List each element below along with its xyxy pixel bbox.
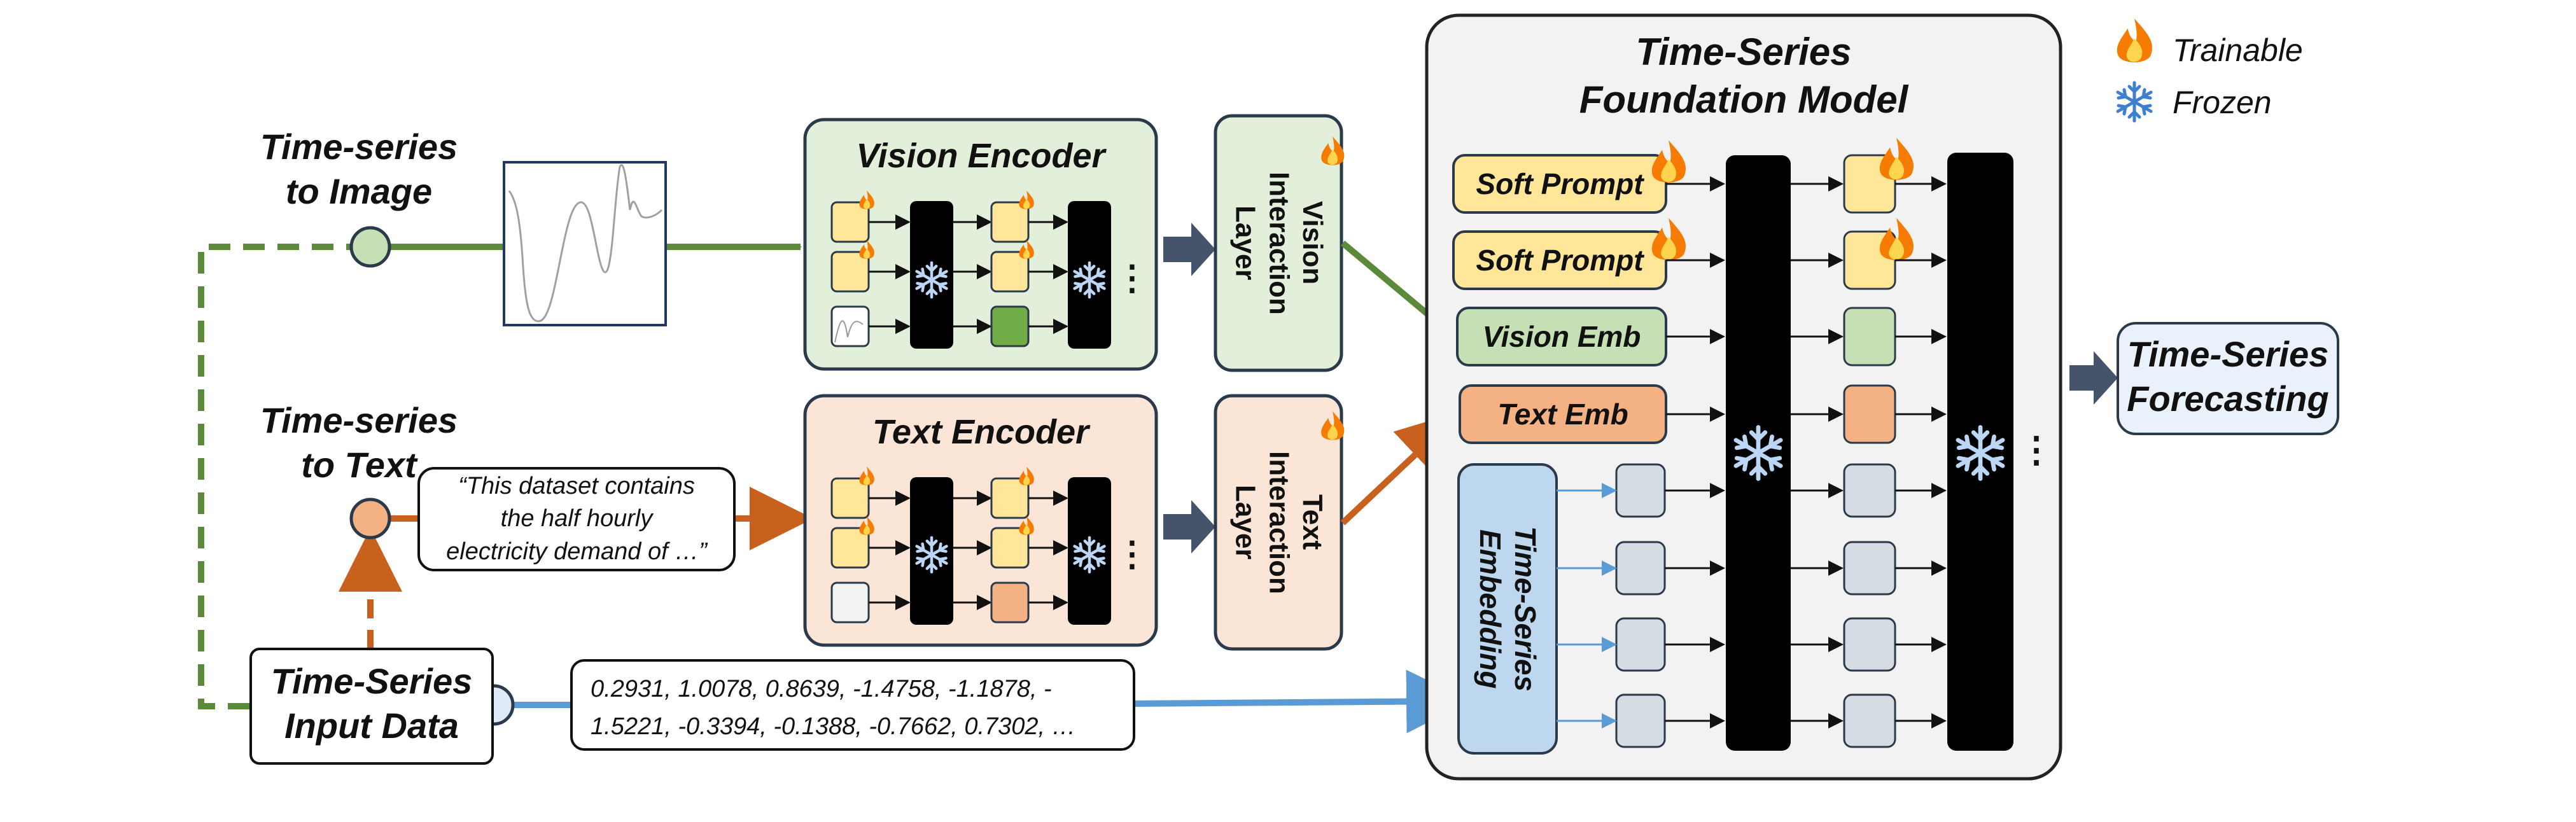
vision-emb-label: Vision Emb	[1482, 320, 1641, 353]
numbers-box: 0.2931, 1.0078, 0.8639, -1.4758, -1.1878…	[570, 659, 1135, 751]
vision-encoder-title: Vision Encoder	[856, 137, 1105, 175]
text-encoder-title: Text Encoder	[872, 413, 1089, 451]
vision-image-token	[830, 305, 870, 347]
foundation-to-forecasting-arrow	[2069, 351, 2118, 405]
forecasting-box	[2117, 322, 2339, 435]
ts-token-a2	[1615, 541, 1666, 596]
text-interaction-layer-box	[1214, 394, 1343, 651]
ts-curve	[508, 164, 663, 323]
block-1-input-arrows	[1665, 176, 1725, 728]
block-2-input-arrows	[1895, 176, 1947, 728]
ts-image-thumbnail	[503, 161, 667, 326]
foundation-model-title: Time-Series Foundation Model	[1579, 31, 1908, 121]
text-input-token	[830, 582, 870, 623]
layer2-ts-token-3	[1843, 617, 1896, 672]
ts-to-text-node	[349, 498, 391, 540]
text-encoder-ellipsis: ⋮	[1115, 535, 1149, 573]
ts-token-a4	[1615, 693, 1666, 748]
quote-box: “This dataset contains the half hourly e…	[417, 467, 736, 571]
text-emb-label: Text Emb	[1497, 398, 1628, 431]
soft-prompt-2-label: Soft Prompt	[1476, 244, 1644, 277]
vision-image-token-curve	[834, 320, 864, 343]
foundation-ellipsis: ⋮	[2019, 429, 2054, 470]
legend-frozen-label: Frozen	[2173, 85, 2272, 120]
ts-embedding-box	[1457, 463, 1558, 755]
frozen-snowflake-icon	[2118, 83, 2151, 121]
block-1-output-arrows	[1791, 176, 1844, 728]
ts-embedding-label: Time-Series Embedding	[1474, 526, 1543, 692]
legend-trainable-label: Trainable	[2173, 32, 2303, 68]
input-data-label: Time-Series Input Data	[270, 661, 473, 746]
vision-hidden-token	[990, 305, 1030, 347]
layer2-text-token	[1843, 384, 1896, 444]
text-hidden-token	[990, 582, 1030, 623]
text-encoder-to-interaction-arrow	[1163, 500, 1215, 554]
layer2-vision-token	[1843, 307, 1896, 366]
ts-to-image-node	[349, 226, 391, 268]
input-data-box	[249, 648, 494, 765]
layer2-ts-token-2	[1843, 541, 1896, 596]
ts-token-a1	[1615, 463, 1666, 518]
vision-interaction-layer-box	[1214, 114, 1343, 372]
ts-token-a3	[1615, 617, 1666, 672]
forecasting-label: Time-Series Forecasting	[2127, 334, 2329, 419]
layer2-ts-token-4	[1843, 693, 1896, 748]
dashed-route-to-image	[198, 244, 351, 709]
blue-route-numbers-to-embedding	[1133, 669, 1470, 734]
soft-prompt-1-label: Soft Prompt	[1476, 167, 1644, 200]
ts-to-text-label: Time-series to Text	[260, 400, 458, 485]
text-interaction-label: Text Interaction Layer	[1229, 450, 1329, 594]
ts-to-image-label: Time-series to Image	[260, 127, 458, 211]
trainable-flame-icon	[2117, 18, 2153, 62]
layer2-ts-token-1	[1843, 463, 1896, 518]
vision-interaction-label: Vision Interaction Layer	[1229, 171, 1329, 315]
vision-encoder-to-interaction-arrow	[1163, 223, 1215, 276]
vision-encoder-ellipsis: ⋮	[1115, 259, 1149, 297]
